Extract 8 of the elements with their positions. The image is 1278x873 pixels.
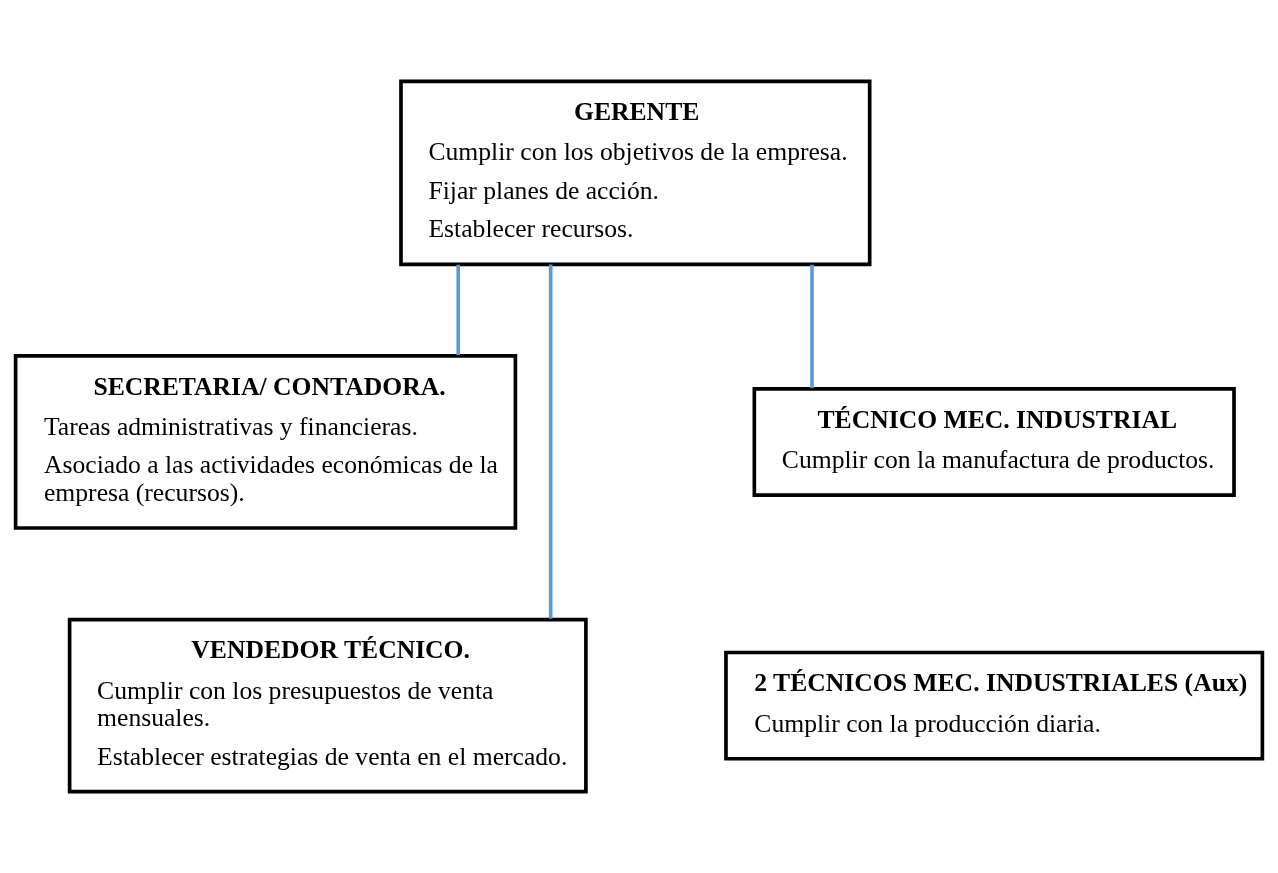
connector (810, 264, 814, 389)
node-box: SECRETARIA/ CONTADORA. Tareas administrativas y financieras. Asociado a las actividades económicas de la empresa (recursos). (13, 354, 518, 530)
node-box: VENDEDOR TÉCNICO. Cumplir con los presupuestos de venta mensuales. Establecer estrategias de venta en el mercado. (67, 617, 588, 794)
connector (456, 264, 461, 356)
node-box: TÉCNICO MEC. INDUSTRIAL Cumplir con la manufactura de productos. (752, 387, 1236, 497)
connector (548, 264, 553, 619)
node-box: 2 TÉCNICOS MEC. INDUSTRIALES (Aux) Cumplir con la producción diaria. (724, 650, 1265, 761)
node-box: GERENTE Cumplir con los objetivos de la empresa. Fijar planes de acción. Establecer recursos. (399, 79, 872, 267)
